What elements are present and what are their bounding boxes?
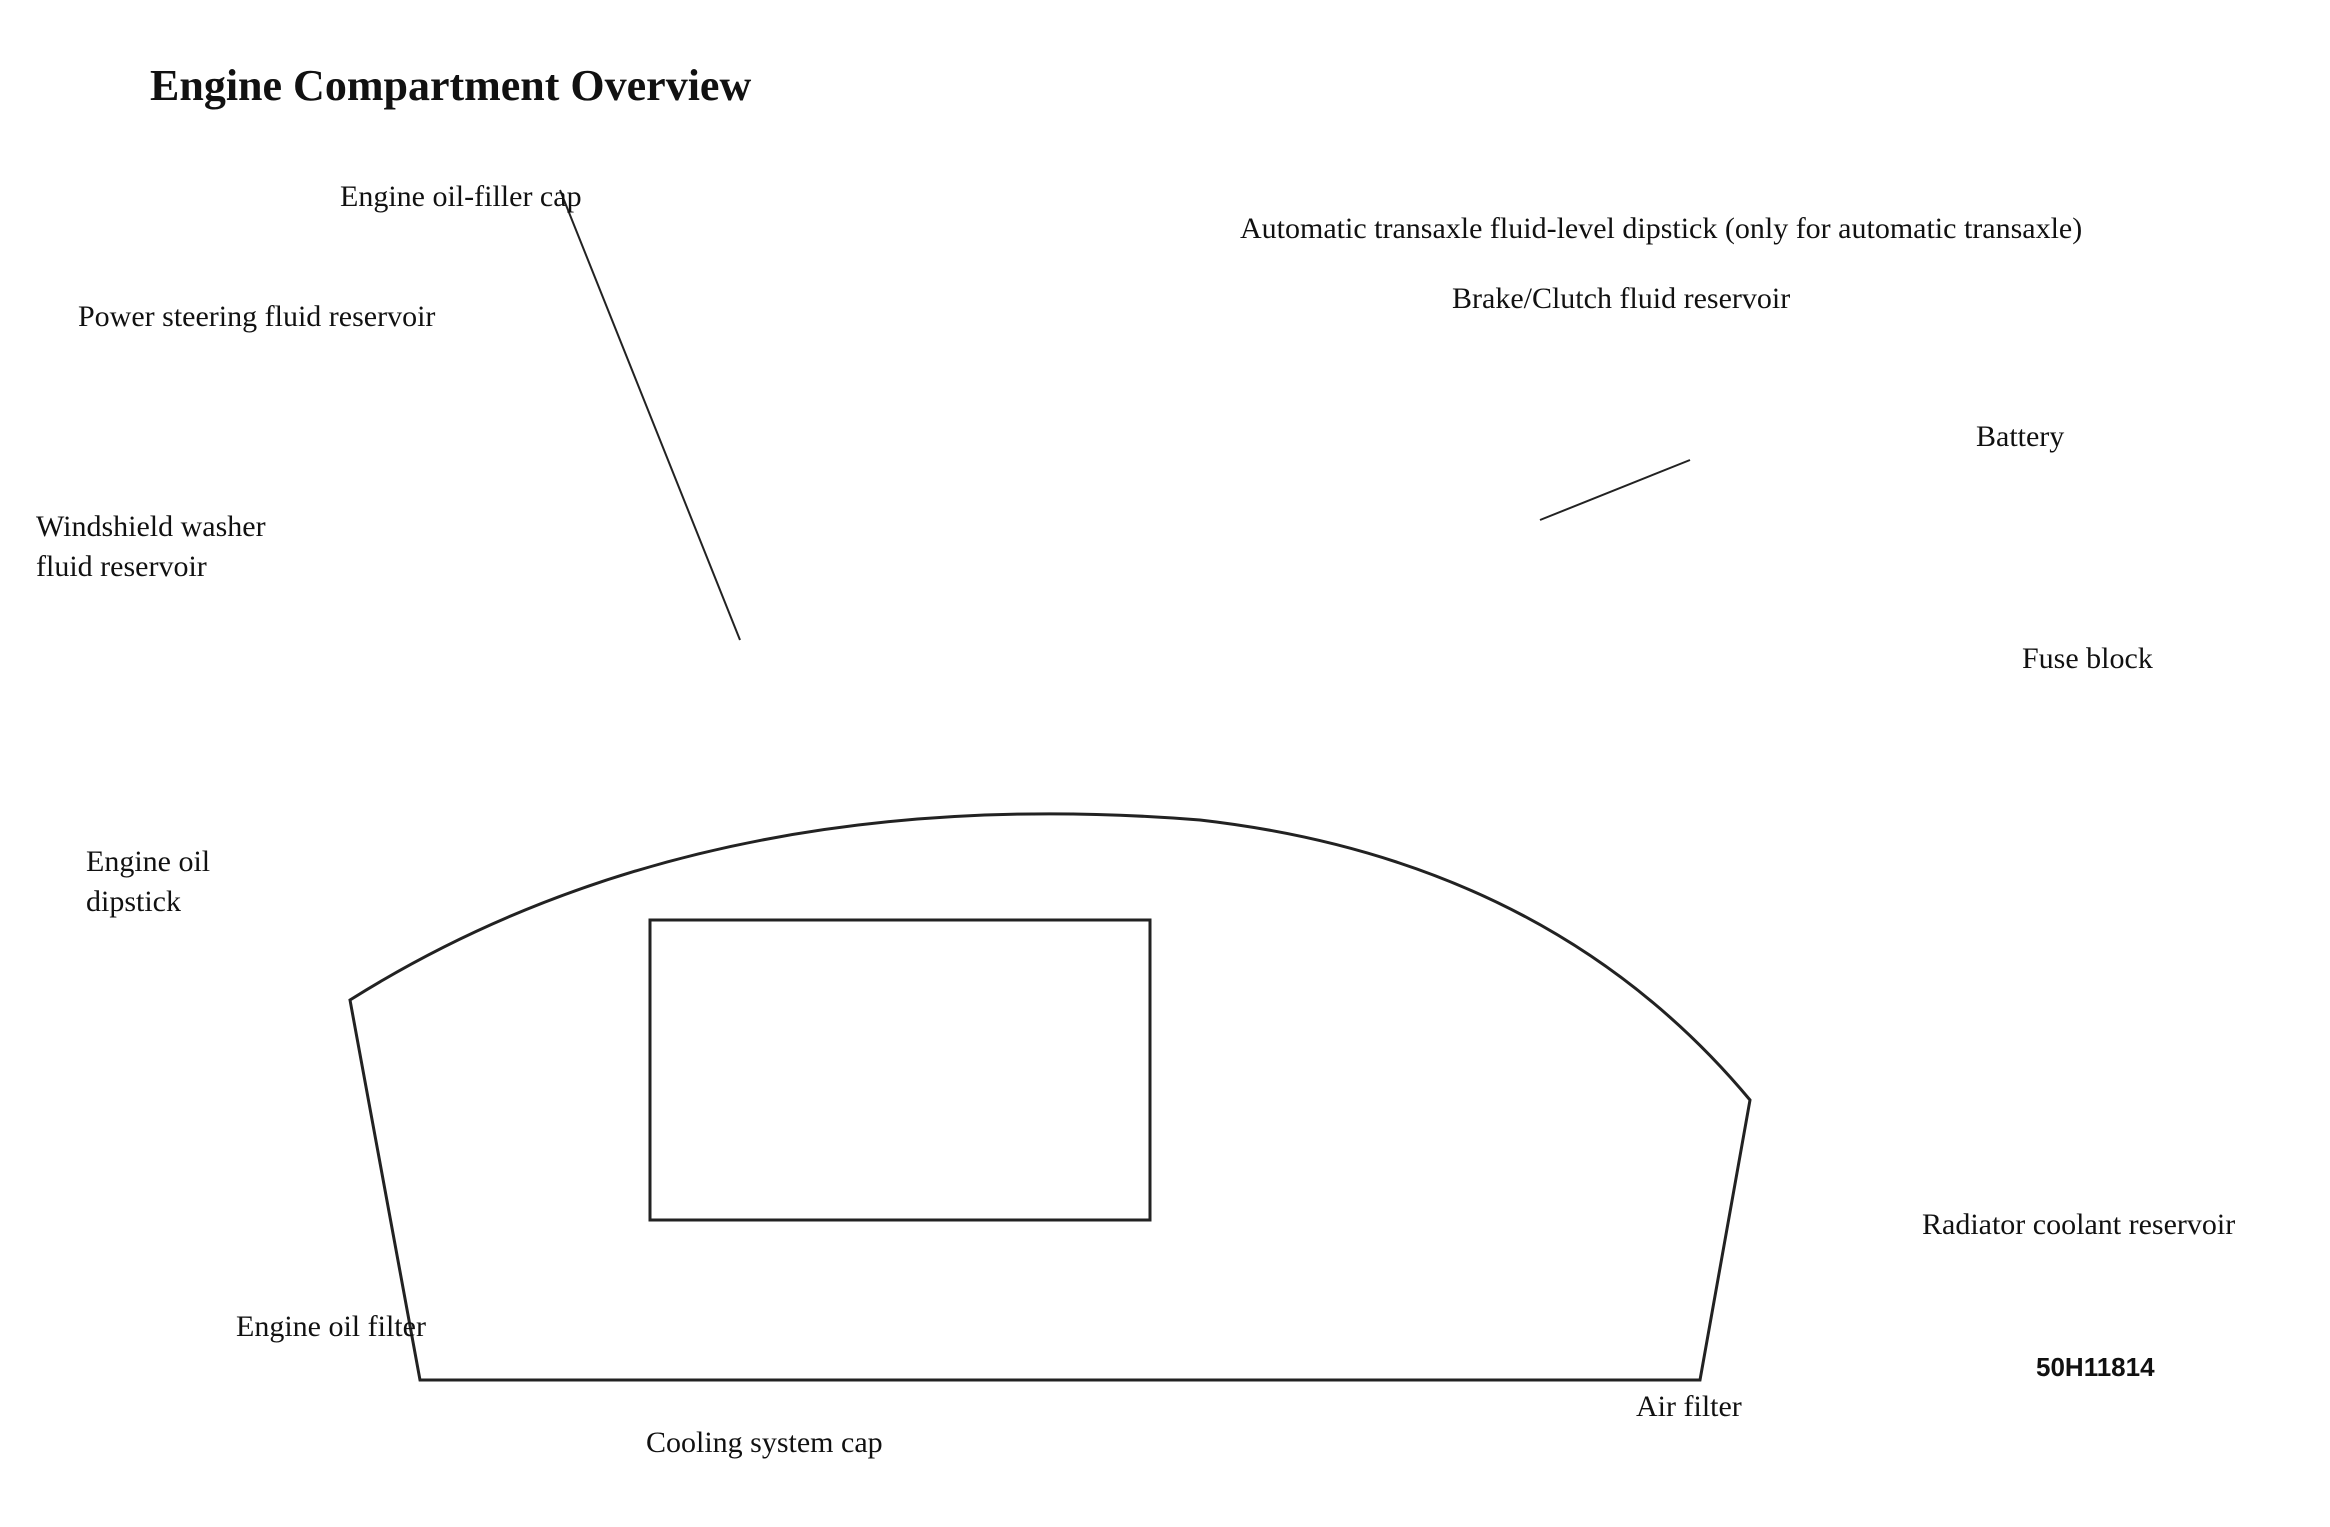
label-air-filter: Air filter xyxy=(1636,1390,1742,1423)
label-washer-2: fluid reservoir xyxy=(36,550,207,583)
label-brake-clutch: Brake/Clutch fluid reservoir xyxy=(1452,282,1791,315)
diagram-title: Engine Compartment Overview xyxy=(150,61,752,110)
label-battery: Battery xyxy=(1976,420,2065,453)
label-transaxle-dipstick: Automatic transaxle fluid-level dipstick… xyxy=(1240,212,2083,245)
label-power-steering: Power steering fluid reservoir xyxy=(78,300,436,333)
label-coolant-reservoir: Radiator coolant reservoir xyxy=(1922,1208,2236,1241)
label-fuse-block: Fuse block xyxy=(2022,642,2153,675)
figure-code: 50H11814 xyxy=(2036,1352,2155,1382)
label-oil-filter: Engine oil filter xyxy=(236,1310,426,1343)
label-cooling-cap: Cooling system cap xyxy=(646,1426,883,1459)
label-oil-filler-cap: Engine oil-filler cap xyxy=(340,180,582,213)
label-oil-dipstick-1: Engine oil xyxy=(86,845,211,878)
label-oil-dipstick-2: dipstick xyxy=(86,885,181,918)
label-washer-1: Windshield washer xyxy=(36,510,266,543)
